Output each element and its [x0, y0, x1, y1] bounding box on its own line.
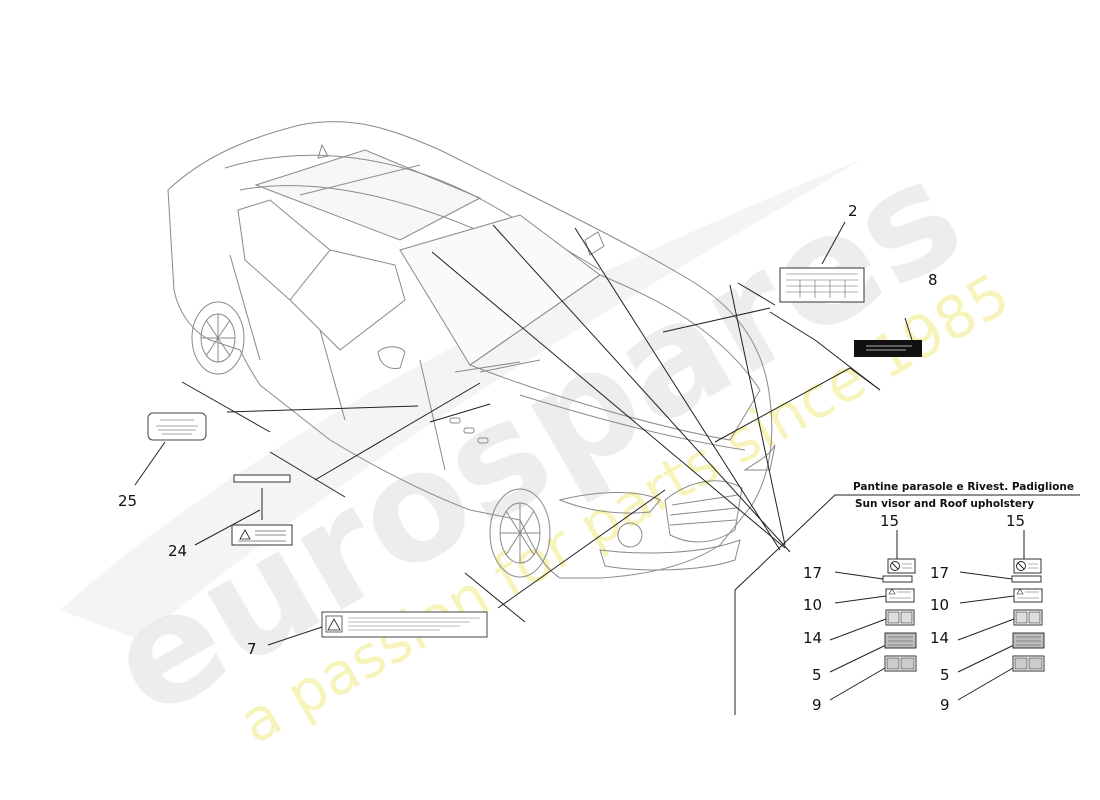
callout-5-right[interactable]: 5: [940, 666, 950, 684]
car-outline: [167, 121, 776, 579]
leader-lines: [134, 221, 1080, 715]
part-25-label[interactable]: [147, 412, 207, 441]
side-mirror: [377, 346, 406, 369]
callout-14-right[interactable]: 14: [930, 629, 949, 647]
section-title-en: Sun visor and Roof upholstery: [855, 498, 1034, 510]
car-body: [167, 121, 773, 579]
sun-visor-left-column: 15 17 10 14 5 9: [803, 512, 917, 714]
part-14-right-label[interactable]: [1013, 609, 1043, 626]
part-17-right-label[interactable]: [1011, 575, 1042, 583]
part-24-label[interactable]: [231, 474, 293, 546]
warning-triangle-icon: [888, 588, 896, 595]
callout-15-left[interactable]: 15: [880, 512, 899, 530]
callout-15-right[interactable]: 15: [1006, 512, 1025, 530]
callout-17-right[interactable]: 17: [930, 564, 949, 582]
callout-9-right[interactable]: 9: [940, 696, 950, 714]
hood: [468, 274, 761, 441]
callout-2[interactable]: 2: [848, 202, 858, 220]
callout-8[interactable]: 8: [928, 271, 938, 289]
warning-triangle-icon: [327, 618, 341, 631]
part-17-left-label[interactable]: [882, 575, 913, 583]
watermark: eurospares a passion for parts since 198…: [60, 126, 1021, 757]
side-windows: [237, 199, 406, 351]
part-8-black-label[interactable]: [854, 340, 922, 357]
callout-17-left[interactable]: 17: [803, 564, 822, 582]
warning-triangle-icon: [1016, 588, 1024, 595]
part-7-label[interactable]: [321, 611, 488, 638]
section-title-it: Pantine parasole e Rivest. Padiglione: [853, 481, 1074, 493]
callout-9-left[interactable]: 9: [812, 696, 822, 714]
sun-visor-right-column: 15 17 10 14 5 9: [930, 512, 1045, 714]
callout-25[interactable]: 25: [118, 492, 137, 510]
callout-7[interactable]: 7: [247, 640, 257, 658]
part-5-left-label[interactable]: [884, 632, 917, 649]
part-14-left-label[interactable]: [885, 609, 915, 626]
callout-10-right[interactable]: 10: [930, 596, 949, 614]
part-15-right-label[interactable]: [1013, 558, 1042, 574]
part-10-left-label[interactable]: [885, 588, 915, 603]
callout-24[interactable]: 24: [168, 542, 187, 560]
watermark-brand: eurospares: [81, 126, 989, 751]
part-5-right-label[interactable]: [1012, 632, 1045, 649]
front-wheel: [489, 488, 551, 578]
no-entry-icon: [1016, 561, 1026, 571]
part-2-tyre-pressure-label[interactable]: [779, 267, 865, 303]
part-9-left-label[interactable]: [884, 655, 917, 672]
part-15-left-label[interactable]: [887, 558, 916, 574]
callout-14-left[interactable]: 14: [803, 629, 822, 647]
rear-wheel: [191, 301, 245, 375]
callout-5-left[interactable]: 5: [812, 666, 822, 684]
part-9-right-label[interactable]: [1012, 655, 1045, 672]
no-entry-icon: [890, 561, 900, 571]
warning-triangle-icon: [239, 529, 251, 540]
part-10-right-label[interactable]: [1013, 588, 1043, 603]
callout-10-left[interactable]: 10: [803, 596, 822, 614]
